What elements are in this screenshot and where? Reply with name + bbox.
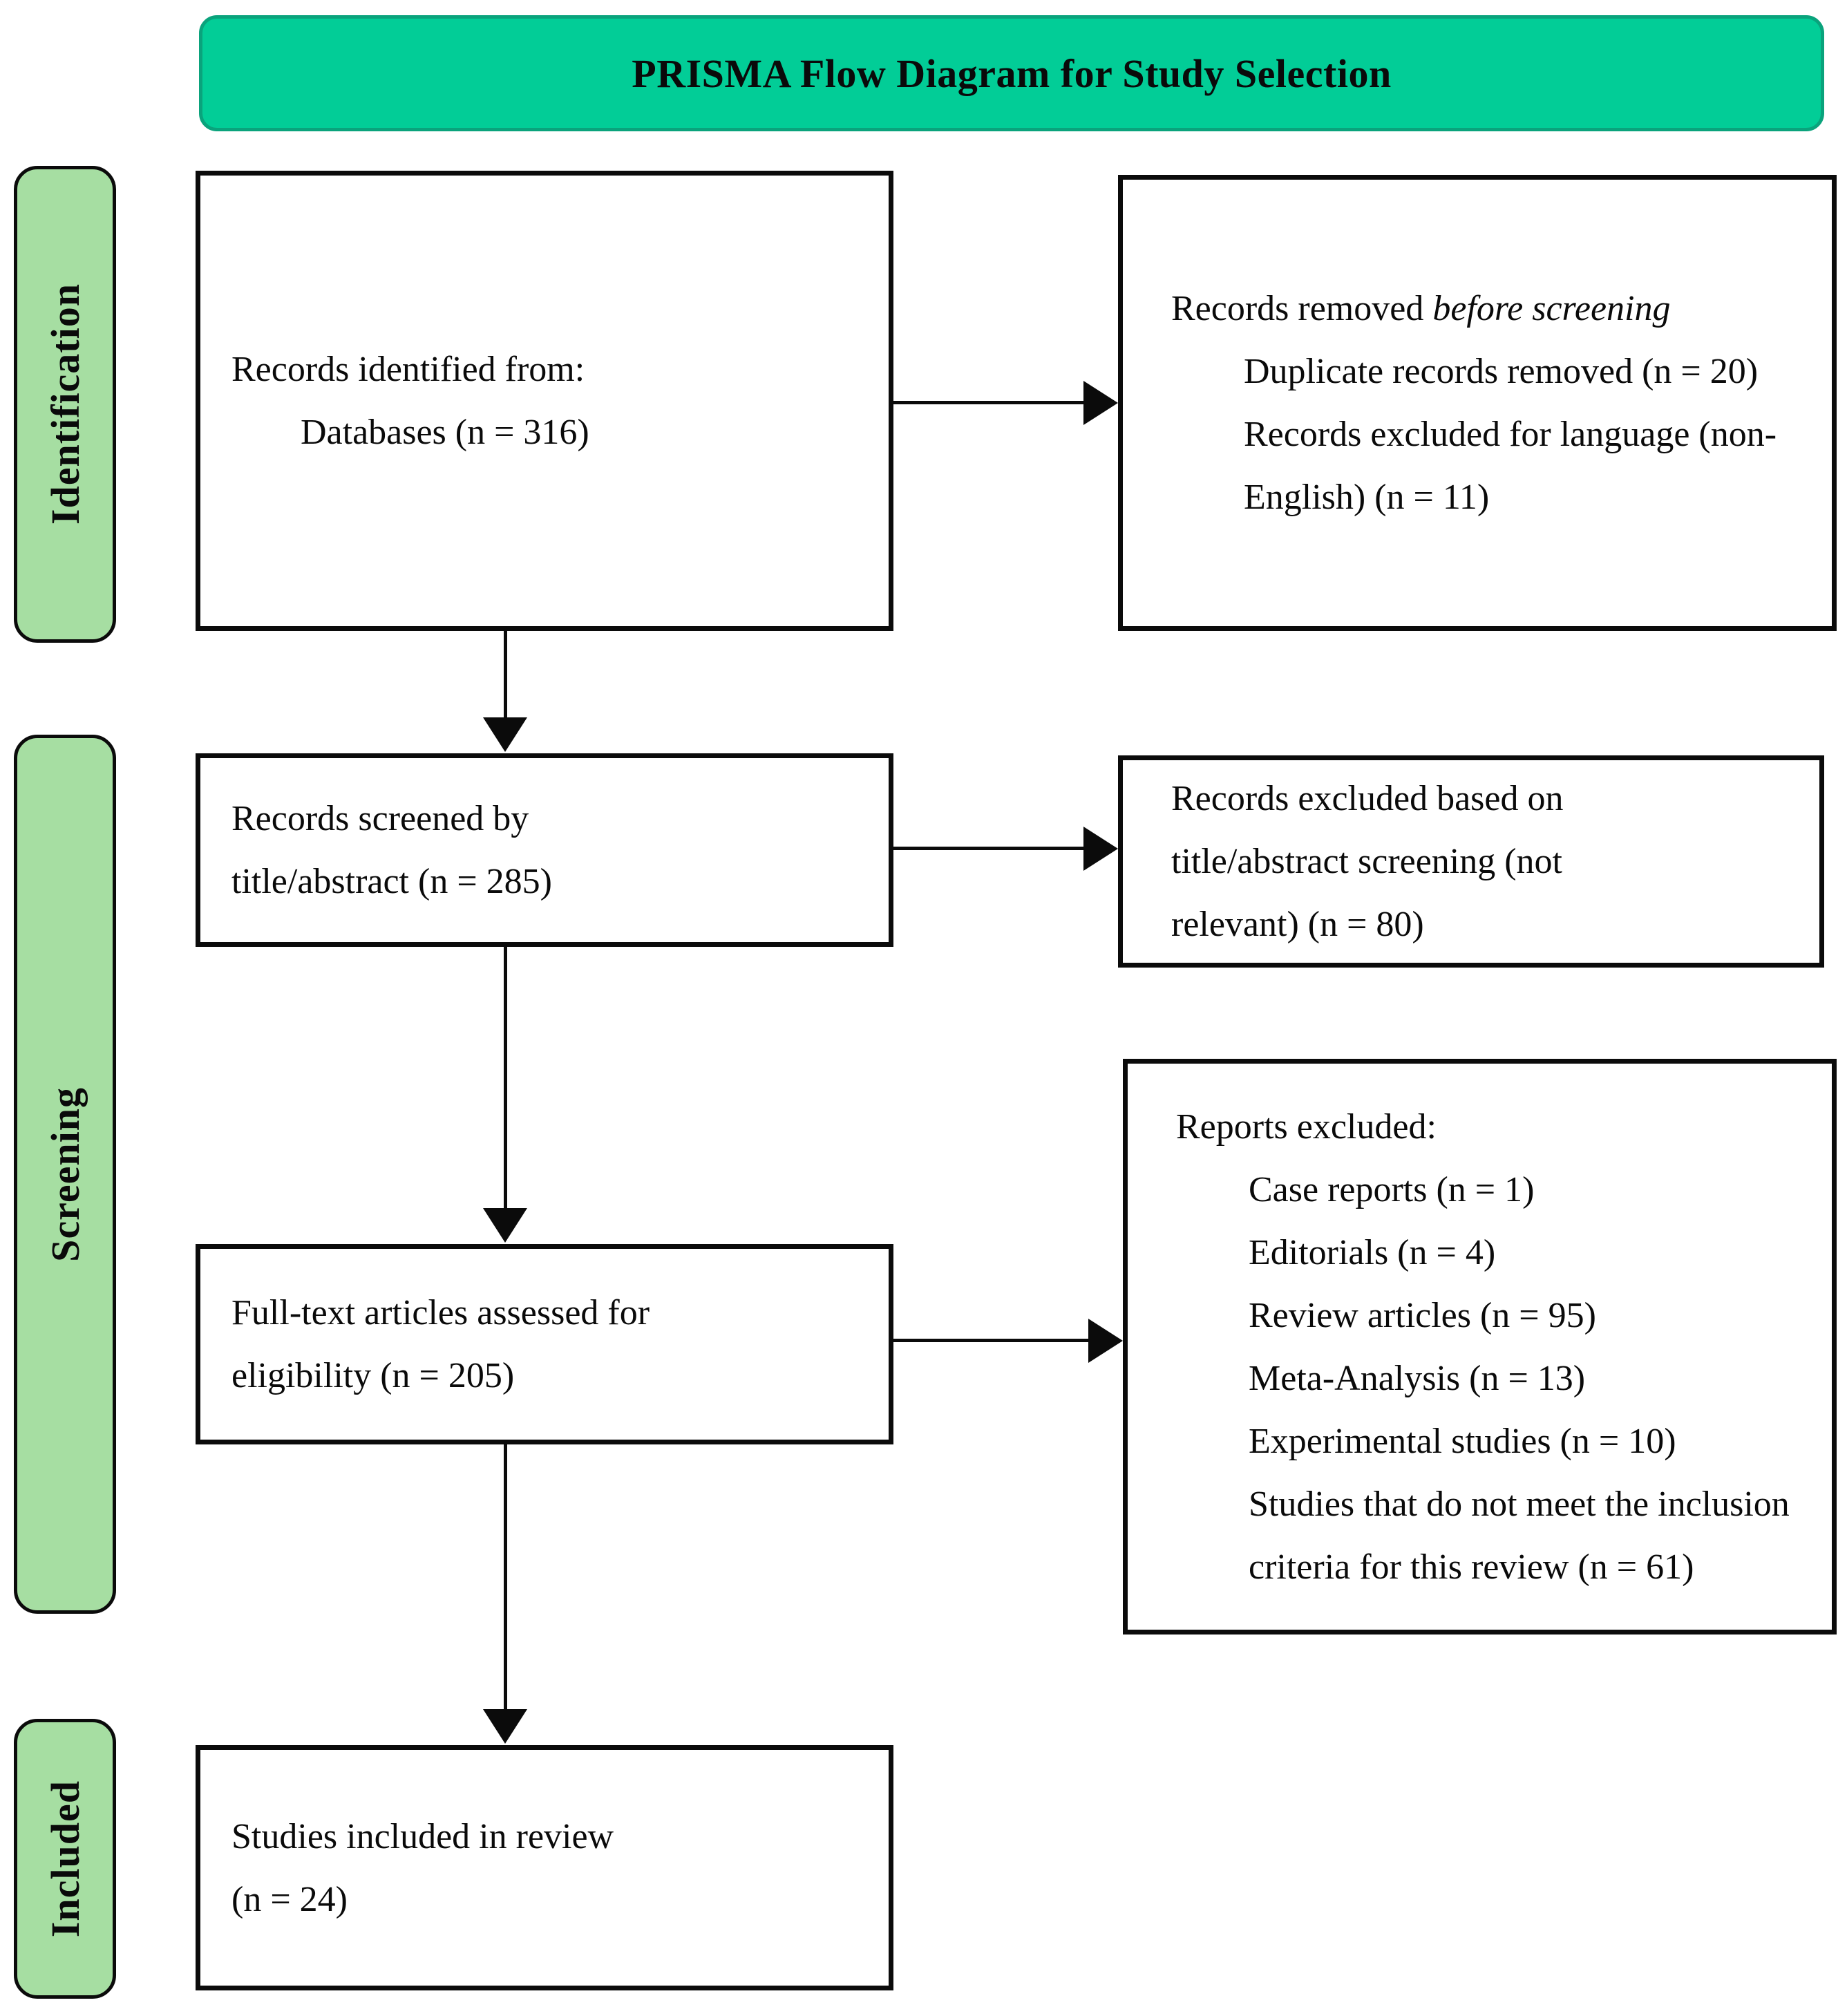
fulltext-line2: eligibility (n = 205) <box>231 1356 515 1395</box>
records-identified-databases: Databases (n = 316) <box>301 413 589 452</box>
stage-label-identification-text: Identification <box>42 283 88 525</box>
box-records-identified: Records identified from: Databases (n = … <box>196 171 893 631</box>
records-removed-intro: Records removed before screening <box>1171 277 1790 340</box>
box-records-screened: Records screened by title/abstract (n = … <box>196 753 893 947</box>
reports-excluded-experimental: Experimental studies (n = 10) <box>1249 1421 1676 1461</box>
arrow-screened-to-excluded-line <box>893 847 1087 850</box>
records-excluded-line3: relevant) (n = 80) <box>1171 905 1424 944</box>
arrow-screened-to-fulltext-head <box>483 1208 527 1243</box>
records-screened-line2: title/abstract (n = 285) <box>231 862 552 901</box>
reports-excluded-header: Reports excluded: <box>1176 1106 1437 1147</box>
records-removed-intro-italic: before screening <box>1432 289 1671 328</box>
records-identified-intro: Records identified from: <box>231 350 585 389</box>
records-excluded-line2: title/abstract screening (not <box>1171 842 1563 881</box>
records-screened-line1: Records screened by <box>231 799 529 838</box>
arrow-identified-to-removed-line <box>893 401 1087 404</box>
records-removed-duplicates: Duplicate records removed (n = 20) <box>1244 352 1759 391</box>
diagram-title: PRISMA Flow Diagram for Study Selection <box>632 50 1392 96</box>
box-records-removed: Records removed before screening Duplica… <box>1118 175 1837 631</box>
reports-excluded-case-reports: Case reports (n = 1) <box>1249 1169 1535 1209</box>
studies-included-line2: (n = 24) <box>231 1879 348 1919</box>
reports-excluded-inclusion-criteria: Studies that do not meet the inclusion c… <box>1249 1484 1790 1587</box>
reports-excluded-review-articles: Review articles (n = 95) <box>1249 1295 1596 1335</box>
records-removed-language: Records excluded for language (non-Engli… <box>1244 415 1777 517</box>
reports-excluded-meta-analysis: Meta-Analysis (n = 13) <box>1249 1358 1586 1398</box>
box-reports-excluded: Reports excluded: Case reports (n = 1) E… <box>1123 1059 1837 1635</box>
stage-label-screening-text: Screening <box>42 1086 88 1262</box>
diagram-title-banner: PRISMA Flow Diagram for Study Selection <box>199 15 1824 131</box>
arrow-identified-to-screened-head <box>483 717 527 752</box>
records-excluded-line1: Records excluded based on <box>1171 779 1564 818</box>
arrow-fulltext-to-reports-excluded-line <box>893 1339 1092 1342</box>
fulltext-line1: Full-text articles assessed for <box>231 1293 650 1332</box>
box-fulltext-assessed: Full-text articles assessed for eligibil… <box>196 1244 893 1444</box>
stage-label-included: Included <box>14 1719 116 1999</box>
arrow-fulltext-to-included-line <box>504 1444 507 1711</box>
reports-excluded-editorials: Editorials (n = 4) <box>1249 1232 1496 1272</box>
arrow-screened-to-fulltext-line <box>504 947 507 1209</box>
records-removed-intro-normal: Records removed <box>1171 289 1433 328</box>
arrow-fulltext-to-included-head <box>483 1709 527 1744</box>
arrow-identified-to-screened-line <box>504 631 507 721</box>
studies-included-line1: Studies included in review <box>231 1816 614 1856</box>
arrow-screened-to-excluded-head <box>1083 827 1118 871</box>
stage-label-included-text: Included <box>42 1780 88 1938</box>
stage-label-screening: Screening <box>14 735 116 1614</box>
stage-label-identification: Identification <box>14 166 116 643</box>
box-studies-included: Studies included in review (n = 24) <box>196 1745 893 1990</box>
arrow-fulltext-to-reports-excluded-head <box>1088 1319 1123 1363</box>
box-records-excluded-title-abstract: Records excluded based on title/abstract… <box>1118 755 1824 968</box>
arrow-identified-to-removed-head <box>1083 381 1118 425</box>
